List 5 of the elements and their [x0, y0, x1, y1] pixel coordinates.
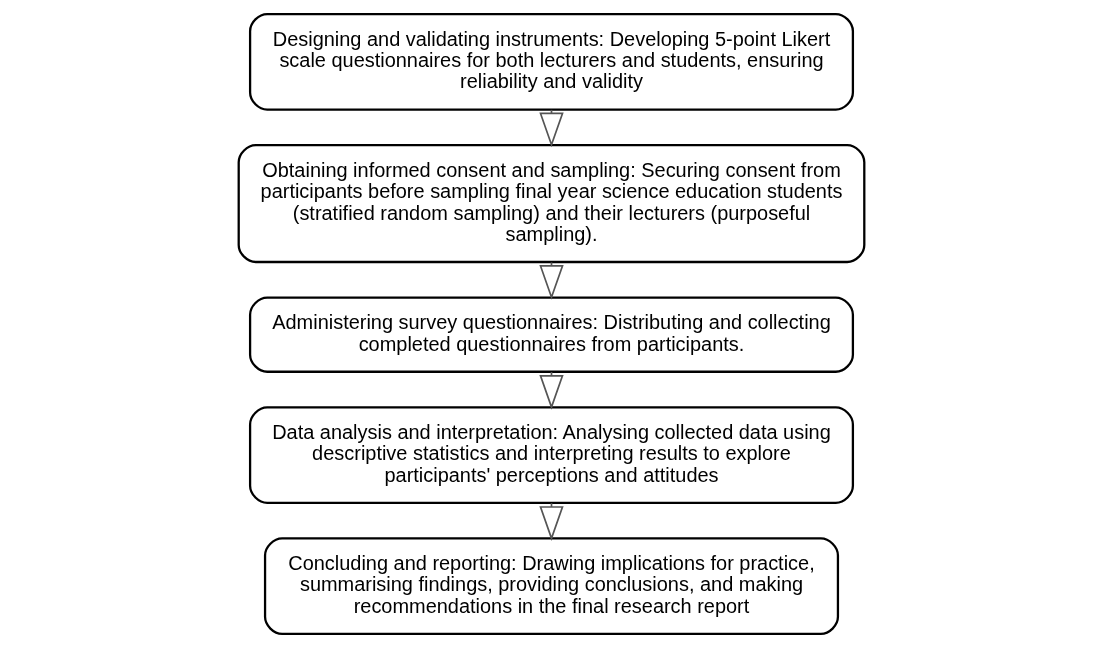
node-box: Obtaining informed consent and sampling: Securing consent from participants before sampling final year science education students (stratified random sampling) and their lecturers (purposeful sampling).	[237, 144, 865, 264]
node-box: Designing and validating instruments: Developing 5-point Likert scale questionnaires for both lecturers and students, ensuring reliability and validity	[248, 12, 854, 111]
node-box: Administering survey questionnaires: Distributing and collecting completed questionnaires from participants.	[248, 296, 854, 373]
node-box: Data analysis and interpretation: Analysing collected data using descriptive statistics and interpreting results to explore participants' perceptions and attitudes	[248, 406, 854, 504]
node-box: Concluding and reporting: Drawing implications for practice, summarising findings, providing conclusions, and making recommendations in the final research report	[263, 537, 839, 636]
